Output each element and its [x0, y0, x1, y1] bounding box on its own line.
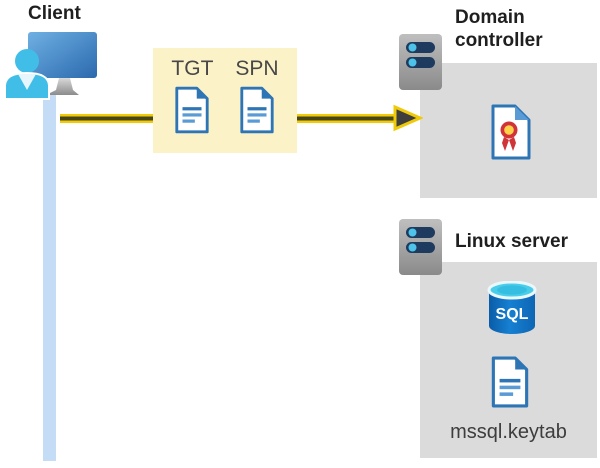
client-connector-line	[43, 93, 56, 461]
linux-server-label: Linux server	[455, 231, 568, 252]
client-computer-user-icon	[4, 32, 97, 100]
sql-icon-text: SQL	[496, 306, 529, 323]
auth-request-arrow-head	[393, 104, 423, 132]
person-collar-shape	[18, 74, 36, 90]
spn-label: SPN	[235, 57, 279, 80]
certificate-icon	[491, 104, 531, 160]
domain-controller-label: Domain controller	[455, 7, 543, 52]
tgt-label: TGT	[171, 57, 214, 80]
client-label: Client	[28, 3, 81, 24]
linux-server-icon	[399, 219, 442, 275]
person-head-shape	[15, 49, 39, 73]
spn-document-icon	[240, 86, 274, 134]
keytab-document-icon	[491, 356, 529, 408]
ticket-highlight-box: TGT SPN	[153, 48, 297, 153]
monitor-stand-shape	[46, 78, 79, 95]
keytab-filename-label: mssql.keytab	[450, 421, 567, 443]
domain-controller-server-icon	[399, 34, 442, 90]
tgt-document-icon	[175, 86, 210, 134]
sql-database-icon: SQL	[487, 281, 537, 334]
monitor-shape	[28, 32, 97, 78]
spn-ticket: SPN	[235, 57, 279, 153]
tgt-ticket: TGT	[171, 57, 213, 153]
